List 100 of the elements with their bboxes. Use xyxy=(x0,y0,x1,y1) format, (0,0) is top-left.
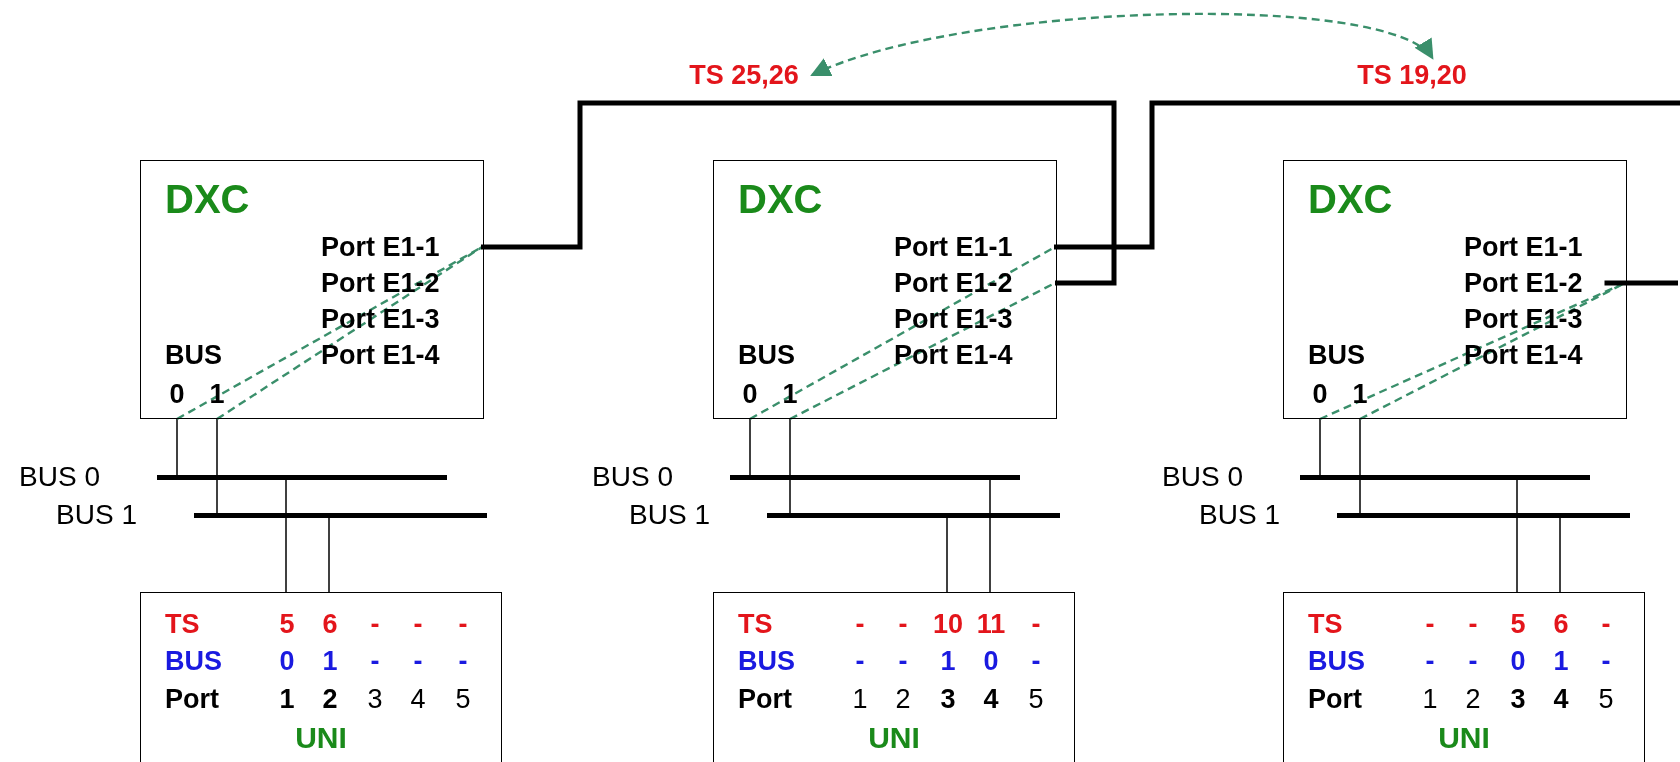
table-value: - xyxy=(1600,608,1612,641)
dxc-box xyxy=(1283,160,1627,419)
bus-number: 0 xyxy=(164,377,190,419)
table-value: 3 xyxy=(366,683,384,716)
dxc-box xyxy=(713,160,1057,419)
uni-title: UNI xyxy=(1437,721,1491,755)
table-value: 1 xyxy=(851,683,869,716)
connector-line xyxy=(1559,517,1561,593)
table-value: - xyxy=(412,645,424,678)
port-label: Port E1-2 xyxy=(1464,265,1625,301)
arrow xyxy=(810,12,1434,78)
row-label: BUS xyxy=(1308,645,1365,678)
bus-number: 0 xyxy=(737,377,763,419)
table-value: 0 xyxy=(278,645,296,678)
dxc-title: DXC xyxy=(738,177,823,221)
row-label: Port xyxy=(165,683,219,716)
table-value: 1 xyxy=(278,683,296,716)
port-label: Port E1-3 xyxy=(894,301,1055,337)
table-value: - xyxy=(1424,645,1436,678)
bus-heading: BUS xyxy=(738,339,795,372)
connector-line xyxy=(789,418,791,514)
table-value: 1 xyxy=(321,645,339,678)
uni-title: UNI xyxy=(867,721,921,755)
table-value: 2 xyxy=(894,683,912,716)
table-value: - xyxy=(369,608,381,641)
table-value: 4 xyxy=(982,683,1000,716)
bus-name: BUS 0 xyxy=(592,460,673,494)
table-value: 1 xyxy=(1552,645,1570,678)
port-label: Port E1-1 xyxy=(894,229,1055,265)
port-label: Port E1-1 xyxy=(1464,229,1625,265)
table-value: - xyxy=(1600,645,1612,678)
table-value: 5 xyxy=(1509,608,1527,641)
table-value: - xyxy=(897,608,909,641)
table-value: 4 xyxy=(409,683,427,716)
table-value: 10 xyxy=(931,608,964,641)
table-value: - xyxy=(457,608,469,641)
port-label: Port E1-2 xyxy=(321,265,482,301)
bus-name: BUS 0 xyxy=(1162,460,1243,494)
table-value: 3 xyxy=(1509,683,1527,716)
bus-bar xyxy=(1337,513,1630,518)
row-label: TS xyxy=(1308,608,1343,641)
table-value: 5 xyxy=(278,608,296,641)
row-label: TS xyxy=(738,608,773,641)
uni-box xyxy=(713,592,1075,762)
dxc-title: DXC xyxy=(1308,177,1393,221)
table-value: 2 xyxy=(1464,683,1482,716)
table-value: 6 xyxy=(1552,608,1570,641)
port-label: Port E1-4 xyxy=(894,337,1055,373)
bus-number: 1 xyxy=(1347,377,1373,419)
bus-bar xyxy=(767,513,1060,518)
connector-line xyxy=(1319,418,1321,476)
timeslot-label: TS 25,26 xyxy=(676,58,812,92)
table-value: - xyxy=(412,608,424,641)
table-value: 11 xyxy=(975,608,1007,641)
row-label: Port xyxy=(738,683,792,716)
port-label: Port E1-4 xyxy=(321,337,482,373)
timeslot-label: TS 19,20 xyxy=(1344,58,1480,92)
table-value: - xyxy=(1467,645,1479,678)
bus-bar xyxy=(157,475,447,480)
table-value: 3 xyxy=(939,683,957,716)
port-label: Port E1-3 xyxy=(1464,301,1625,337)
table-value: - xyxy=(1030,608,1042,641)
table-value: 5 xyxy=(1027,683,1045,716)
row-label: Port xyxy=(1308,683,1362,716)
connector-line xyxy=(1359,418,1361,514)
bus-name: BUS 1 xyxy=(56,498,137,532)
table-value: 4 xyxy=(1552,683,1570,716)
table-value: 1 xyxy=(1421,683,1439,716)
table-value: 6 xyxy=(321,608,339,641)
table-value: - xyxy=(854,608,866,641)
row-label: BUS xyxy=(165,645,222,678)
table-value: - xyxy=(854,645,866,678)
uni-box xyxy=(140,592,502,762)
connector-line xyxy=(285,479,287,593)
bus-bar xyxy=(730,475,1020,480)
e1-link-line xyxy=(1054,100,1680,250)
table-value: - xyxy=(1424,608,1436,641)
table-value: 0 xyxy=(1509,645,1527,678)
bus-name: BUS 1 xyxy=(1199,498,1280,532)
bus-name: BUS 0 xyxy=(19,460,100,494)
port-label: Port E1-4 xyxy=(1464,337,1625,373)
e1-link-line xyxy=(1604,280,1678,286)
connector-line xyxy=(176,418,178,476)
table-value: 2 xyxy=(321,683,339,716)
bus-name: BUS 1 xyxy=(629,498,710,532)
table-value: 5 xyxy=(1597,683,1615,716)
table-value: - xyxy=(1030,645,1042,678)
bus-heading: BUS xyxy=(165,339,222,372)
table-value: - xyxy=(457,645,469,678)
uni-box xyxy=(1283,592,1645,762)
bus-heading: BUS xyxy=(1308,339,1365,372)
connector-line xyxy=(946,517,948,593)
connector-line xyxy=(1516,479,1518,593)
e1-link-line xyxy=(481,100,1117,286)
connector-line xyxy=(749,418,751,476)
port-label: Port E1-2 xyxy=(894,265,1055,301)
port-label: Port E1-1 xyxy=(321,229,482,265)
dxc-box xyxy=(140,160,484,419)
table-value: 5 xyxy=(454,683,472,716)
connector-line xyxy=(989,479,991,593)
